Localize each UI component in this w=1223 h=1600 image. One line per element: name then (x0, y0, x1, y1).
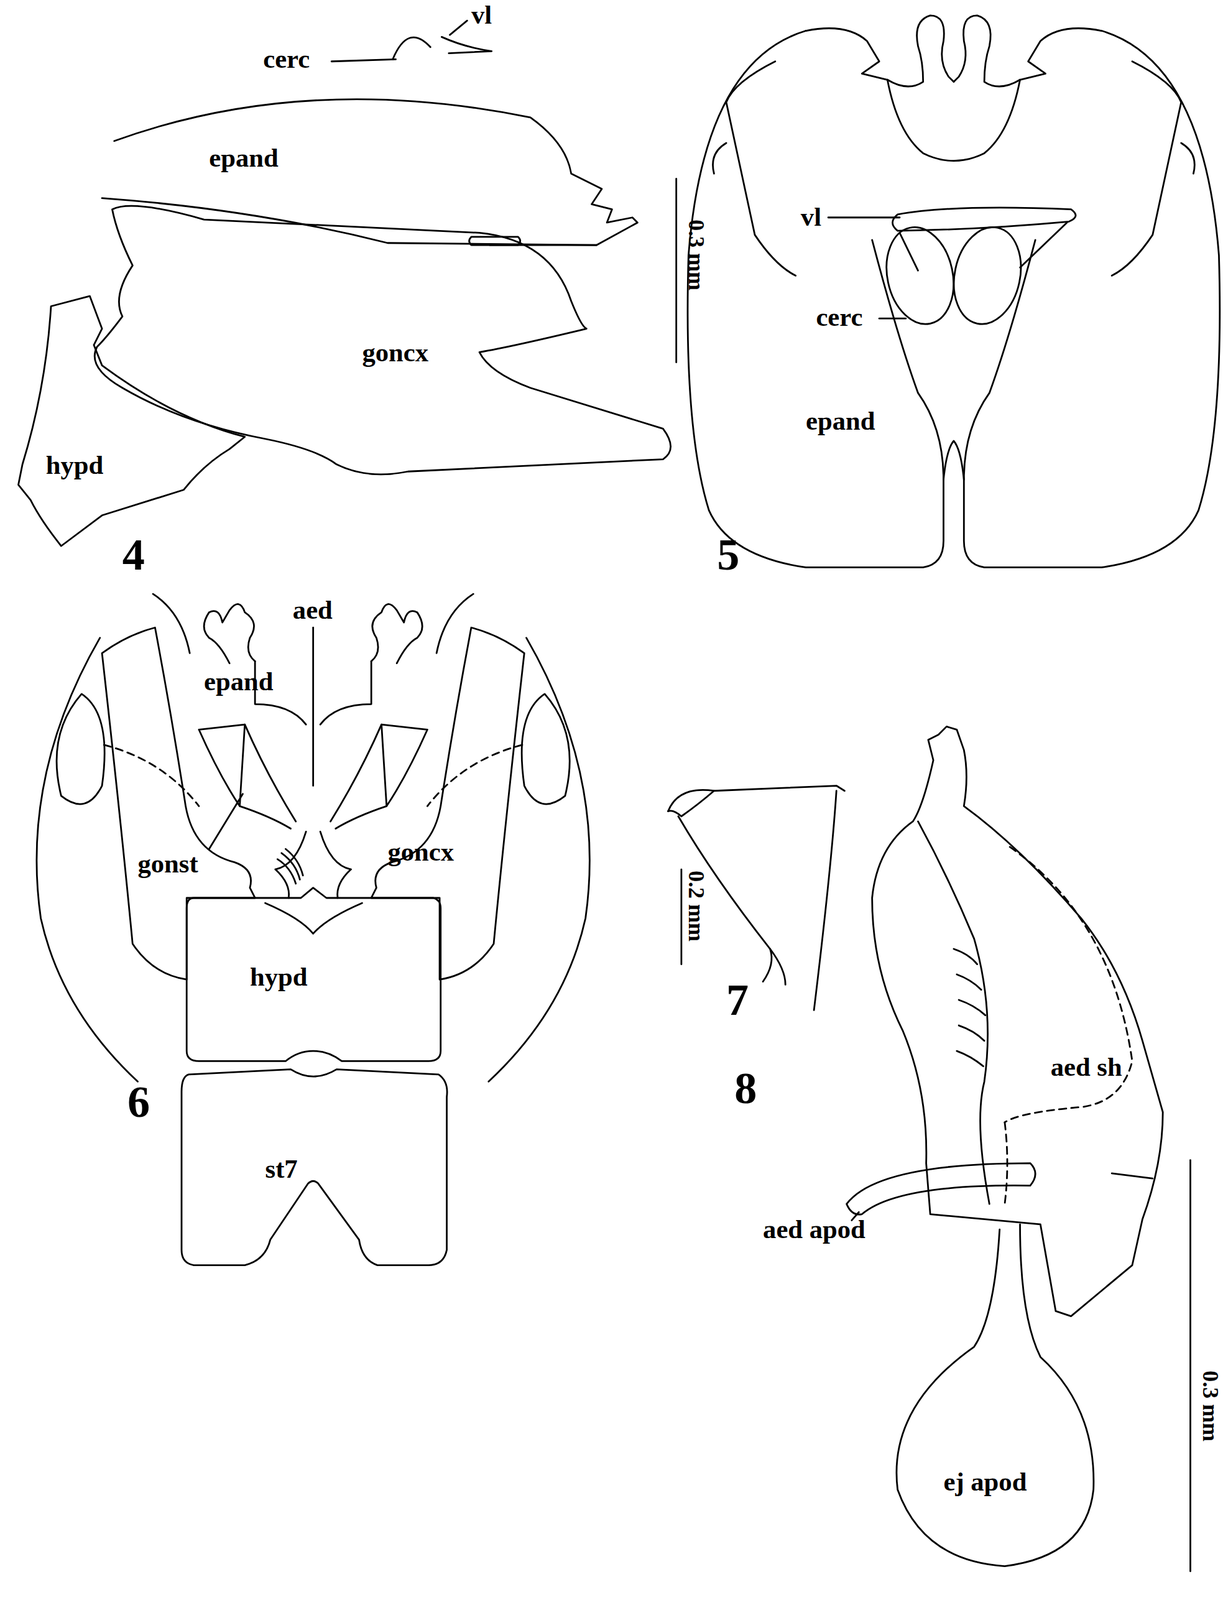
part-label: epand (208, 144, 278, 172)
figure-7 (668, 785, 845, 1011)
part-label: hypd (46, 452, 104, 479)
part-label: aed sh (1050, 1053, 1123, 1081)
part-label: gonst (137, 850, 198, 878)
figure-number: 5 (716, 532, 740, 577)
figure-number: 7 (726, 977, 749, 1023)
part-label: aed apod (762, 1216, 866, 1243)
scale-label: 0.3 mm (685, 219, 708, 291)
figure-number: 4 (122, 532, 145, 577)
figure-5 (687, 15, 1220, 568)
part-label: vl (800, 203, 822, 231)
figure-8 (846, 726, 1191, 1571)
part-label: st7 (265, 1155, 298, 1183)
scale-label: 0.2 mm (685, 870, 708, 942)
part-label: vl (471, 1, 492, 29)
part-label: aed (292, 596, 333, 624)
part-label: hypd (249, 963, 308, 991)
figure-number: 8 (734, 1065, 757, 1111)
figure-number: 6 (127, 1079, 150, 1125)
part-label: ej apod (943, 1468, 1027, 1496)
figure-4 (18, 20, 677, 546)
part-label: goncx (361, 339, 429, 367)
scale-label: 0.3 mm (1199, 1370, 1222, 1442)
part-label: epand (203, 668, 273, 696)
part-label: epand (805, 407, 875, 435)
part-label: cerc (263, 46, 310, 73)
part-label: goncx (387, 838, 454, 866)
figure-6 (36, 593, 590, 1265)
part-label: cerc (815, 304, 863, 331)
